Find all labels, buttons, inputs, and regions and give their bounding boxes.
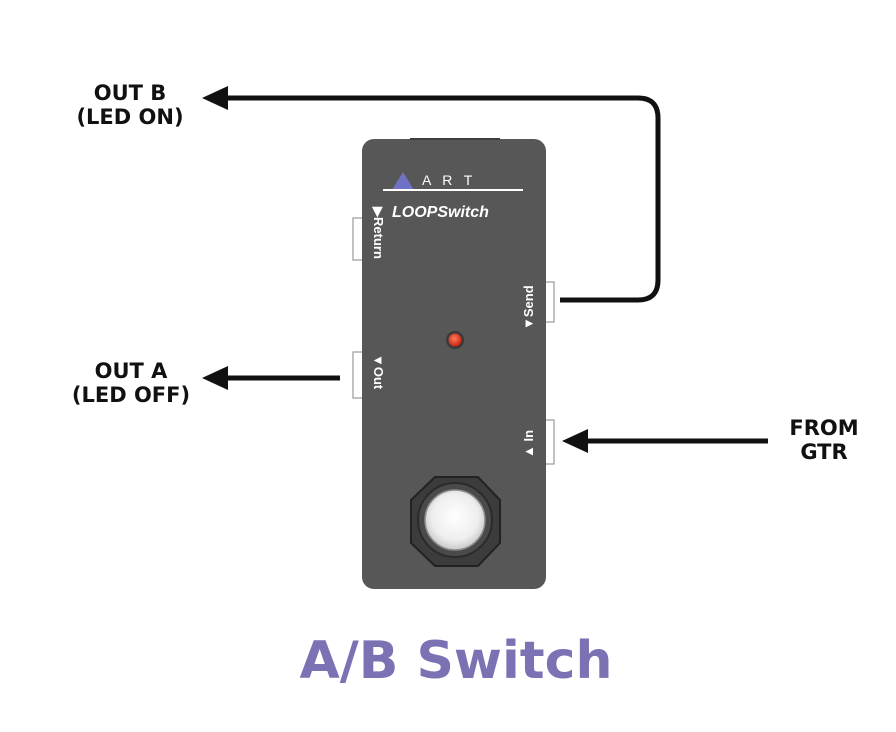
out-b-label-line1: OUT B [94,81,167,105]
diagram-title: A/B Switch [300,631,613,691]
out-a-label-line2: (LED OFF) [72,383,190,407]
out-a-label-line1: OUT A [95,359,169,383]
from-gtr-label-line1: FROM [789,416,858,440]
out-a-arrowhead [202,366,228,390]
return-jack [352,217,364,261]
in-label: ▲ In [521,430,536,458]
out-label: ▼Out [371,354,386,390]
send-label: ▼Send [521,285,536,330]
pedal-body [362,139,546,589]
out-jack [352,351,364,399]
out-b-label-line2: (LED ON) [76,105,183,129]
led-lamp [448,333,462,347]
out-b-arrowhead [202,86,228,110]
footswitch-button[interactable] [424,489,486,551]
art-logo-triangle [392,172,414,190]
send-to-out-b-cable [228,95,661,303]
return-label: ▶Return [371,206,386,259]
brand-letters: A R T [422,172,473,188]
in-arrowhead [562,429,588,453]
model-name: LOOPSwitch [392,204,489,221]
from-gtr-label-line2: GTR [800,440,847,464]
